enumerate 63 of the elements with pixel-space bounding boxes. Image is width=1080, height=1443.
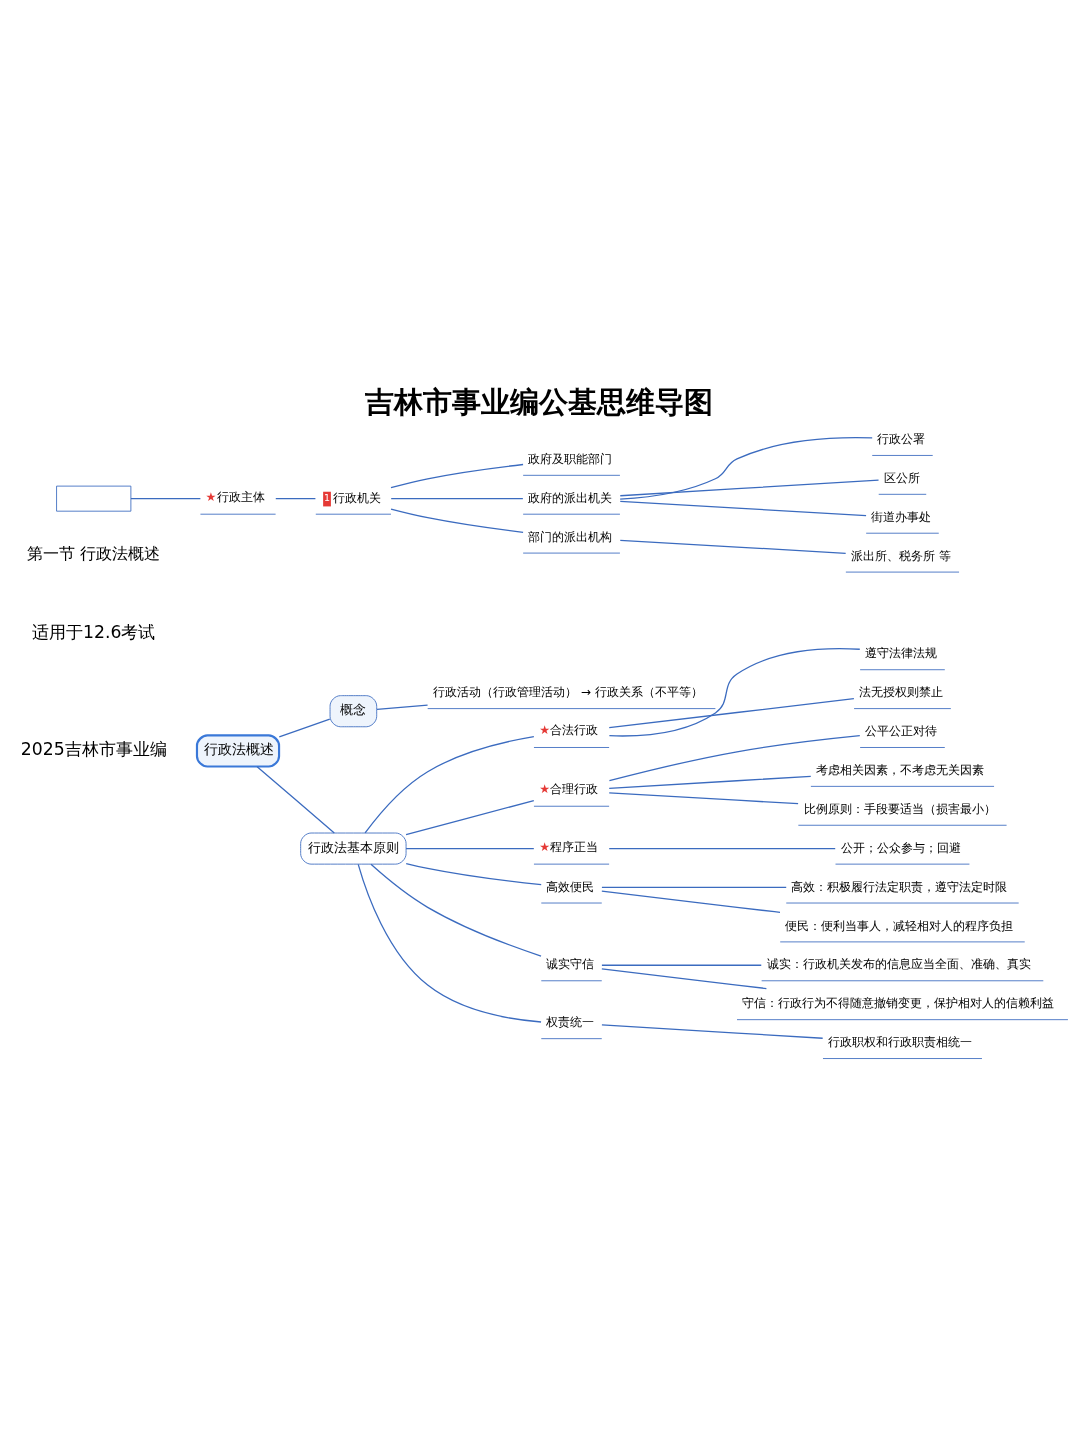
label: 第一节 行政法概述 — [27, 544, 161, 563]
node-text: 比例原则：手段要适当（损害最小） — [803, 801, 996, 816]
node-text: 诚实：行政机关发布的信息应当全面、准确、真实 — [766, 956, 1031, 971]
connector — [608, 697, 855, 728]
connector — [608, 847, 836, 849]
connector — [619, 479, 880, 496]
connector — [405, 862, 542, 885]
connector — [256, 765, 335, 834]
node-text: ★行政主体 — [205, 489, 265, 504]
node-text: 高效便民 — [546, 879, 595, 894]
node-text: 行政活动（行政管理活动） → 行政关系（不平等） — [432, 684, 703, 699]
label: 2025吉林市事业编 — [20, 738, 167, 759]
node-box: 行政法基本原则 — [300, 832, 407, 865]
node-text: 高效：积极履行法定职责，遵守法定时限 — [791, 879, 1008, 894]
connector — [601, 964, 762, 966]
label: 适用于12.6考试 — [32, 621, 156, 642]
connector — [390, 497, 524, 499]
node-text: 诚实守信 — [546, 956, 595, 971]
connector — [364, 735, 535, 834]
connector — [357, 863, 542, 1023]
node-text: 派出所、税务所 等 — [851, 548, 951, 563]
node-text: 考虑相关因素，不考虑无关因素 — [816, 762, 985, 777]
node-text: ★合法行政 — [539, 722, 599, 737]
connector — [405, 847, 535, 849]
node-text: 行政职权和行政职责相统一 — [828, 1034, 973, 1049]
connector — [608, 734, 861, 781]
node-text: ★合理行政 — [539, 781, 599, 796]
connector — [601, 1023, 824, 1039]
node-text: 法无授权则禁止 — [859, 684, 944, 699]
node-box — [56, 485, 132, 512]
node-text: 政府的派出机关 — [528, 490, 613, 505]
connector — [370, 863, 542, 957]
node-text: 部门的派出机构 — [528, 529, 613, 544]
node-text: 政府及职能部门 — [528, 451, 613, 466]
node-text: 公开；公众参与；回避 — [840, 840, 961, 855]
node-text: 守信：行政行为不得随意撤销变更，保护相对人的信赖利益 — [742, 995, 1055, 1010]
node-text: 区公所 — [883, 470, 920, 485]
connector — [601, 967, 768, 989]
node-text: 街道办事处 — [871, 509, 932, 524]
node-box: 概念 — [329, 694, 378, 727]
connector — [619, 539, 847, 554]
connector — [405, 799, 535, 835]
connector — [275, 497, 317, 499]
connector — [619, 500, 867, 516]
connector — [130, 497, 202, 499]
node-text: 权责统一 — [546, 1014, 595, 1029]
connector — [608, 791, 799, 804]
connector — [608, 775, 812, 789]
connector — [619, 436, 873, 500]
node-box: 行政法概述 — [195, 733, 281, 768]
node-text: 公平公正对待 — [865, 723, 938, 738]
connector — [376, 703, 429, 710]
connector — [278, 718, 331, 737]
connector — [390, 463, 524, 488]
node-text: 遵守法律法规 — [865, 645, 938, 660]
connector — [608, 647, 861, 737]
connector — [601, 889, 781, 913]
node-text: 便民：便利当事人，减轻相对人的程序负担 — [785, 918, 1014, 933]
node-text: ★程序正当 — [539, 839, 599, 854]
node-text: 行政公署 — [877, 431, 926, 446]
connector — [601, 886, 787, 888]
connector — [390, 507, 524, 533]
diagram-title: 吉林市事业编公基思维导图 — [364, 384, 713, 419]
